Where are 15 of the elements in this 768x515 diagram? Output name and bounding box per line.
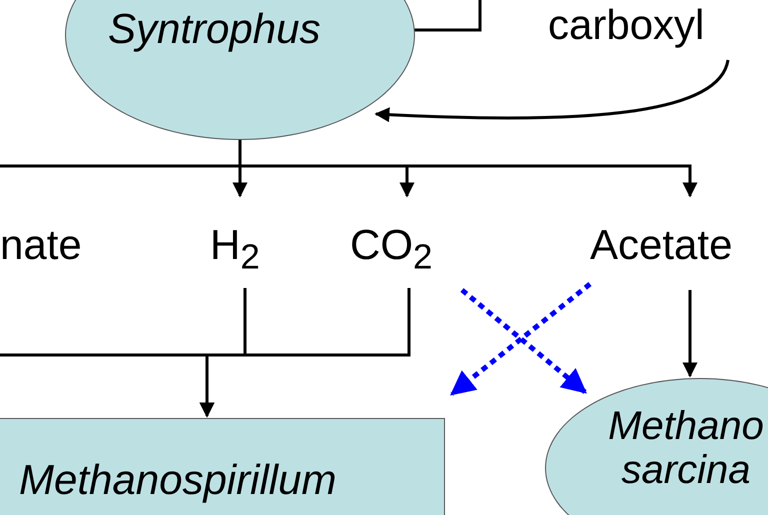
connector-line [414,0,482,32]
compound-label: carboxyl [548,2,704,48]
compound-label: CO$_{2}$ [350,222,432,277]
compound-label: Acetate [590,222,732,268]
organism-name: Methano sarcina [607,404,765,492]
organism-name: Syntrophus [108,6,320,52]
dotted-arrow [460,288,587,394]
arrow [200,288,410,418]
dotted-arrow [450,282,592,396]
organism-box [0,418,445,515]
arrow [374,60,730,122]
compound-label: H$_{2}$ [210,222,260,277]
arrow [682,290,698,378]
organism-name: Methanospirillum [19,457,336,504]
compound-label: nate [0,222,82,268]
